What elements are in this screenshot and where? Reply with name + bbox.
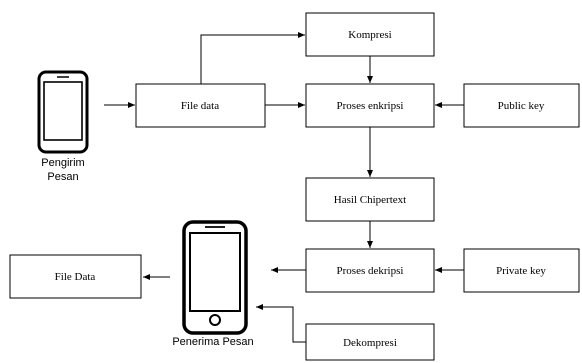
node-private-key: Private key xyxy=(463,248,580,293)
sender-label-line2: Pesan xyxy=(47,171,78,183)
node-proses-dekripsi: Proses dekripsi xyxy=(305,248,435,293)
node-file-data: File data xyxy=(135,83,266,128)
node-hasil-chipertext: Hasil Chipertext xyxy=(305,177,435,222)
node-kompresi-label: Kompresi xyxy=(348,29,391,41)
receiver-smartphone-icon xyxy=(182,220,248,335)
sender-smartphone-icon xyxy=(37,70,89,154)
node-file-data-output: File Data xyxy=(9,254,142,299)
node-hasil-chipertext-label: Hasil Chipertext xyxy=(334,194,406,206)
node-proses-enkripsi-label: Proses enkripsi xyxy=(337,100,404,112)
node-kompresi: Kompresi xyxy=(305,12,435,57)
node-public-key-label: Public key xyxy=(498,100,545,112)
node-file-data-output-label: File Data xyxy=(55,271,96,283)
node-proses-dekripsi-label: Proses dekripsi xyxy=(337,265,404,277)
arrow-file-data-to-kompresi xyxy=(200,32,305,84)
node-dekompresi-label: Dekompresi xyxy=(343,337,397,349)
node-private-key-label: Private key xyxy=(496,265,546,277)
node-public-key: Public key xyxy=(463,83,580,128)
node-file-data-label: File data xyxy=(181,100,219,112)
sender-label-line1: Pengirim xyxy=(41,157,84,169)
receiver-label: Penerima Pesan xyxy=(172,336,253,348)
node-dekompresi: Dekompresi xyxy=(305,323,435,361)
connectors xyxy=(104,32,464,343)
arrow-dekompresi-to-receiver xyxy=(256,304,306,343)
node-proses-enkripsi: Proses enkripsi xyxy=(305,83,435,128)
